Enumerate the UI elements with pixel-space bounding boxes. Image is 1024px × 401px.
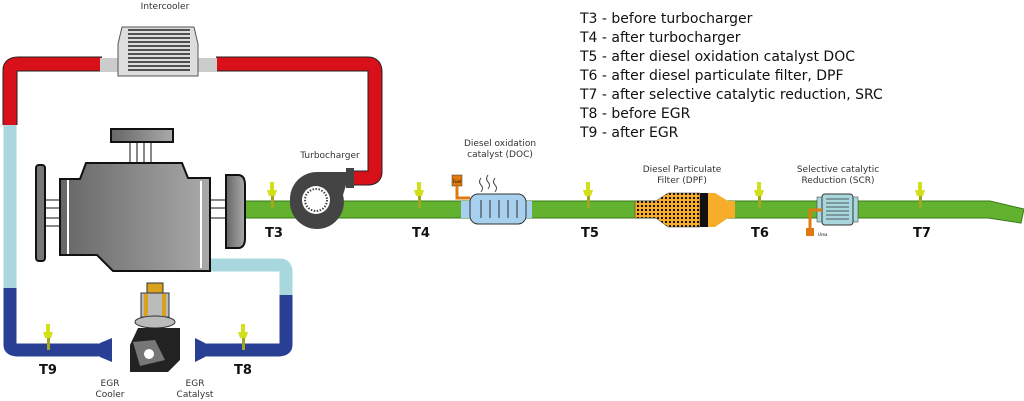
sensor-t8 [238, 324, 248, 350]
legend-item: T4 - after turbocharger [579, 30, 741, 46]
sensors [43, 182, 925, 350]
charge-air-pipe [2, 56, 383, 186]
t5-label: T5 [581, 226, 599, 241]
intercooler-label: Intercooler [141, 2, 190, 12]
egr-pipe [3, 125, 293, 362]
t3-label: T3 [265, 226, 283, 241]
dpf-label: Diesel Particulate [643, 165, 722, 175]
egr-catalyst-label: EGR [186, 379, 205, 389]
legend-item: T6 - after diesel particulate filter, DP… [579, 68, 844, 84]
sensor-t9 [43, 324, 53, 350]
egr-catalyst-label-2: Catalyst [177, 390, 214, 400]
legend-item: T3 - before turbocharger [579, 11, 753, 27]
scr-label: Selective catalytic [797, 165, 879, 175]
scr-label-2: Reduction (SCR) [801, 176, 874, 186]
exhaust-pipe [242, 200, 1024, 224]
turbocharger-label: Turbocharger [299, 151, 360, 161]
intercooler [100, 26, 217, 77]
t4-label: T4 [412, 226, 430, 241]
dpf-filter [634, 192, 735, 228]
legend-item: T8 - before EGR [579, 106, 691, 122]
sensor-t7 [915, 182, 925, 208]
legend-item: T7 - after selective catalytic reduction… [579, 87, 883, 103]
legend: T3 - before turbocharger T4 - after turb… [579, 11, 883, 141]
egr-cooler-label-2: Cooler [95, 390, 124, 400]
sensor-t6 [754, 182, 764, 208]
doc-label: Diesel oxidation [464, 139, 536, 149]
turbocharger [289, 168, 354, 230]
legend-item: T9 - after EGR [579, 125, 679, 141]
engine [35, 128, 246, 272]
legend-item: T5 - after diesel oxidation catalyst DOC [579, 49, 855, 65]
t7-label: T7 [913, 226, 931, 241]
doc-label-2: catalyst (DOC) [467, 150, 533, 160]
egr-valve [130, 282, 180, 372]
sensor-t5 [583, 182, 593, 208]
egr-cooler-label: EGR [101, 379, 120, 389]
t8-label: T8 [234, 363, 252, 378]
doc-catalyst: Fuel [451, 174, 532, 225]
t6-label: T6 [751, 226, 769, 241]
dpf-label-2: Filter (DPF) [657, 176, 707, 186]
t9-label: T9 [39, 363, 57, 378]
urea-label: Urea [818, 232, 828, 237]
fuel-label: Fuel [453, 179, 461, 184]
scr-catalyst: Urea [806, 193, 859, 237]
sensor-t4 [414, 182, 424, 208]
sensor-t3 [267, 182, 277, 208]
